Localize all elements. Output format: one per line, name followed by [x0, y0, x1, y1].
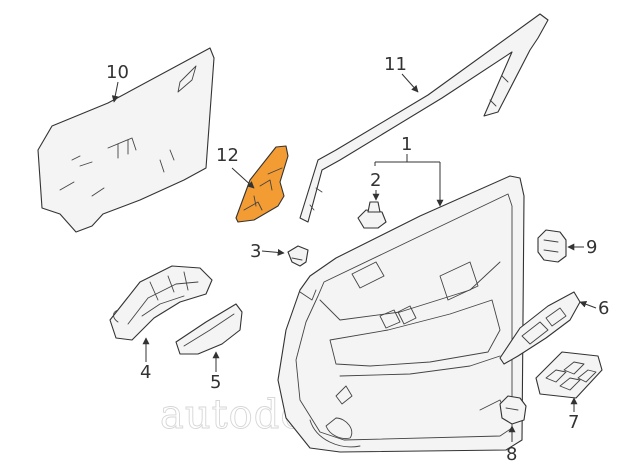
part-5-handle-bezel[interactable]	[175, 303, 243, 355]
callout-2: 2	[370, 170, 381, 191]
callout-12: 12	[216, 145, 239, 166]
callout-8: 8	[506, 444, 517, 465]
callout-3: 3	[250, 241, 261, 262]
leader-11	[401, 73, 419, 93]
callout-1: 1	[401, 134, 412, 155]
part-4-inside-handle[interactable]	[109, 265, 213, 341]
leader-3	[261, 248, 285, 256]
part-10-sealing-screen[interactable]	[37, 47, 215, 233]
part-2-clip[interactable]	[357, 201, 387, 229]
part-6-switch-finisher[interactable]	[499, 291, 581, 365]
part-7-power-window-switch[interactable]	[535, 351, 603, 399]
part-12-fill	[235, 145, 289, 223]
callout-9: 9	[586, 237, 597, 258]
callout-6: 6	[598, 298, 609, 319]
callout-4: 4	[140, 362, 151, 383]
callout-5: 5	[210, 372, 221, 393]
part-1-door-trim-panel[interactable]	[277, 175, 525, 453]
part-11-window-channel[interactable]	[299, 13, 549, 223]
callout-11: 11	[384, 54, 407, 75]
part-9-switch[interactable]	[537, 229, 567, 263]
leader-12	[231, 167, 255, 189]
part-8-small-switch[interactable]	[499, 395, 527, 425]
leader-10	[111, 81, 119, 103]
leader-6	[579, 300, 597, 309]
callout-7: 7	[568, 412, 579, 433]
part-12-bracket-highlighted[interactable]	[235, 145, 289, 223]
callout-10: 10	[106, 62, 129, 83]
part-3-clip[interactable]	[287, 245, 309, 267]
